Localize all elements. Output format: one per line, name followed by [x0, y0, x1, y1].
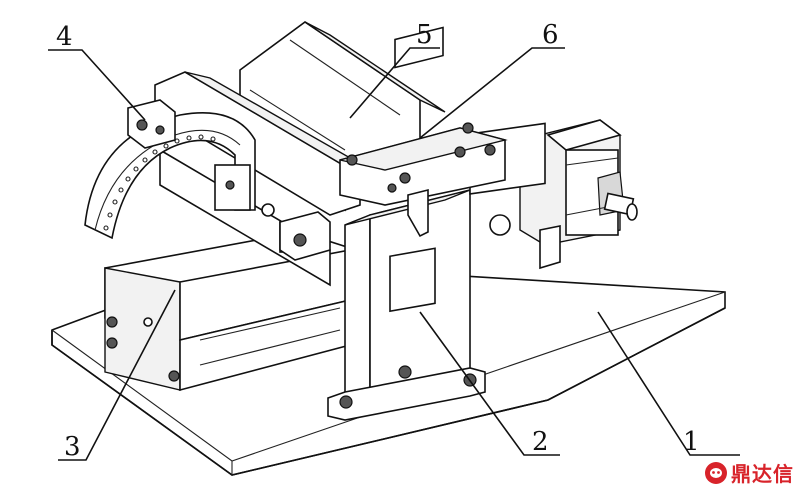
- arc-holes: [103, 134, 216, 231]
- leader-4: [48, 49, 146, 121]
- watermark-text: 鼎达信: [731, 462, 794, 486]
- callout-4: 4: [56, 22, 73, 52]
- callout-5: 5: [416, 20, 433, 50]
- leader-2: [419, 311, 560, 456]
- callout-1: 1: [683, 427, 700, 457]
- mask-logo-icon: [705, 461, 727, 484]
- leader-3: [58, 289, 176, 461]
- leader-1: [597, 311, 740, 456]
- callout-labels: 1 2 3 4 5 6: [56, 20, 700, 462]
- callout-6: 6: [542, 20, 559, 50]
- leader-6: [419, 47, 565, 139]
- linear-rail: [104, 231, 351, 392]
- leader-lines: [48, 47, 740, 461]
- leader-5: [349, 47, 440, 119]
- watermark: 鼎达信: [705, 458, 794, 487]
- callout-2: 2: [532, 427, 549, 457]
- callout-3: 3: [64, 432, 81, 462]
- left-clamp: [127, 99, 331, 261]
